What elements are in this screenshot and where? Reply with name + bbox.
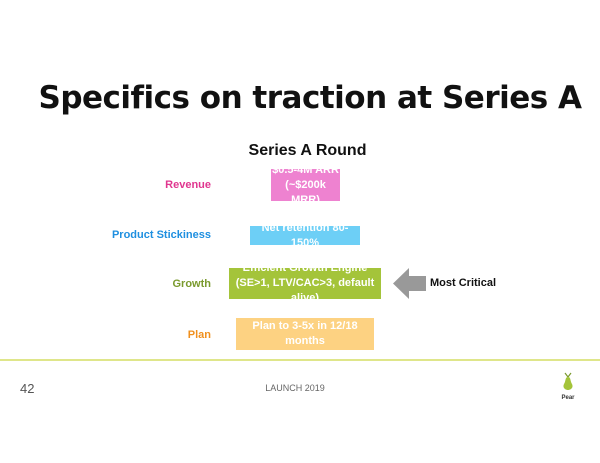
stickiness-line-1: Net retention 80-150% [261,221,349,249]
revenue-line-1: $0.5-4M ARR [272,163,339,176]
growth-line-2: (SE>1, LTV/CAC>3, default alive) [235,277,375,304]
page-number: 42 [20,381,35,396]
footer-divider [0,359,600,361]
footer-event: LAUNCH 2019 [265,383,325,393]
revenue-box: $0.5-4M ARR (~$200k MRR) [271,164,340,206]
revenue-line-2: (~$200k MRR) [285,178,326,206]
stickiness-box: Net retention 80-150% [250,222,360,249]
row-label-plan: Plan [187,329,211,341]
row-label-product-stickiness: Product Stickiness [111,229,211,241]
slide-title: Specifics on traction at Series A [38,80,583,116]
pear-logo-text: Pear [561,395,575,401]
most-critical-callout: Most Critical [430,277,497,289]
growth-box: Efficient Growth Engine (SE>1, LTV/CAC>3… [229,262,381,304]
row-label-growth: Growth [172,278,212,290]
left-arrow-icon [393,268,426,299]
plan-line-1: Plan to 3-5x in 12/18 months [252,320,358,347]
plan-box: Plan to 3-5x in 12/18 months [236,318,374,350]
pear-icon [563,372,573,390]
growth-line-1: Efficient Growth Engine [242,262,368,274]
row-label-revenue: Revenue [165,179,211,191]
pear-logo: Pear [556,372,580,401]
slide-subtitle: Series A Round [248,142,367,159]
